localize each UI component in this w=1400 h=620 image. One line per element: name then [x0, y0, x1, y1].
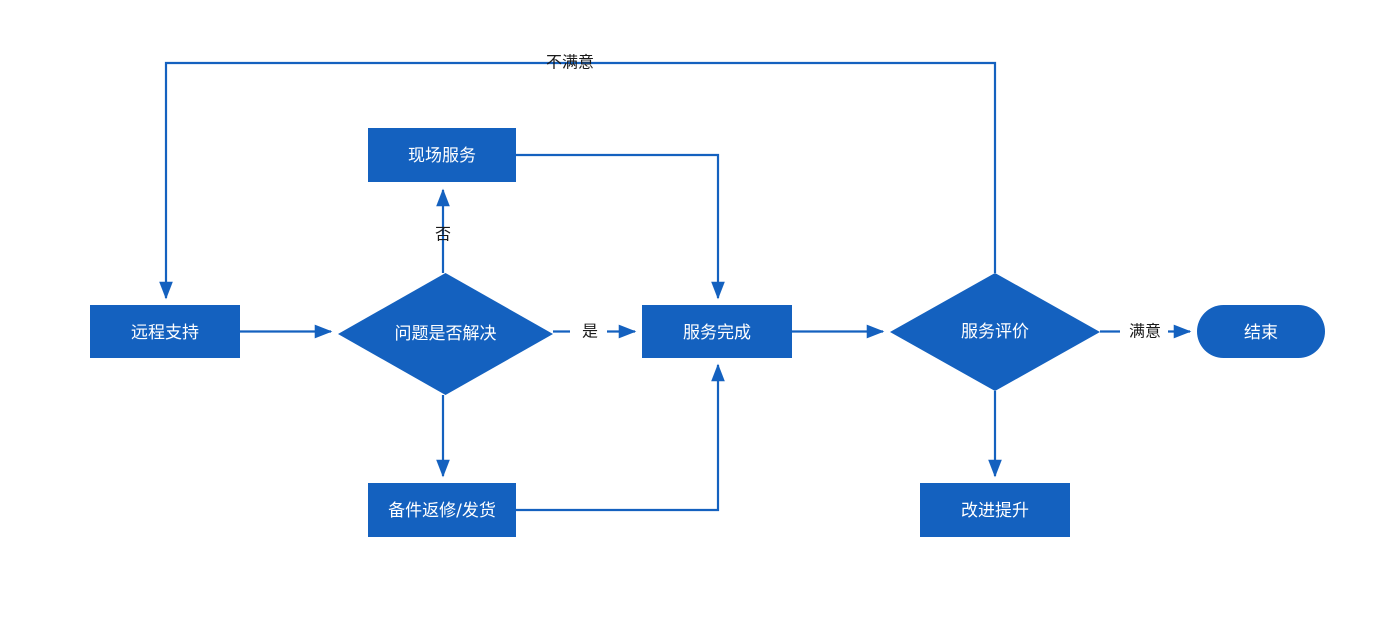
node-service-done-shape[interactable] [642, 305, 792, 358]
node-service-review[interactable]: 服务评价 [890, 273, 1100, 391]
edge-label-satisfied: 满意 [1129, 322, 1161, 341]
node-improvement-shape[interactable] [920, 483, 1070, 537]
node-issue-resolved-shape[interactable] [338, 273, 553, 395]
edge-label-layer: 不满意 否 是 满意 [435, 53, 1161, 341]
node-onsite-service[interactable]: 现场服务 [368, 128, 516, 182]
edge-label-yes: 是 [582, 322, 598, 341]
connector-parts-repair-to-service-done [516, 363, 725, 512]
node-end-shape[interactable] [1197, 305, 1325, 358]
node-onsite-service-shape[interactable] [368, 128, 516, 182]
node-improvement[interactable]: 改进提升 [920, 483, 1070, 537]
node-parts-repair-shape[interactable] [368, 483, 516, 537]
node-remote-support[interactable]: 远程支持 [90, 305, 240, 358]
connector-review-dissatisfied-to-remote-support [159, 61, 997, 300]
connector-layer [159, 61, 1192, 512]
node-end[interactable]: 结束 [1197, 305, 1325, 358]
node-remote-support-shape[interactable] [90, 305, 240, 358]
node-parts-repair[interactable]: 备件返修/发货 [368, 483, 516, 537]
node-service-review-shape[interactable] [890, 273, 1100, 391]
node-service-done[interactable]: 服务完成 [642, 305, 792, 358]
node-issue-resolved[interactable]: 问题是否解决 [338, 273, 553, 395]
connector-onsite-service-to-service-done [516, 153, 725, 300]
